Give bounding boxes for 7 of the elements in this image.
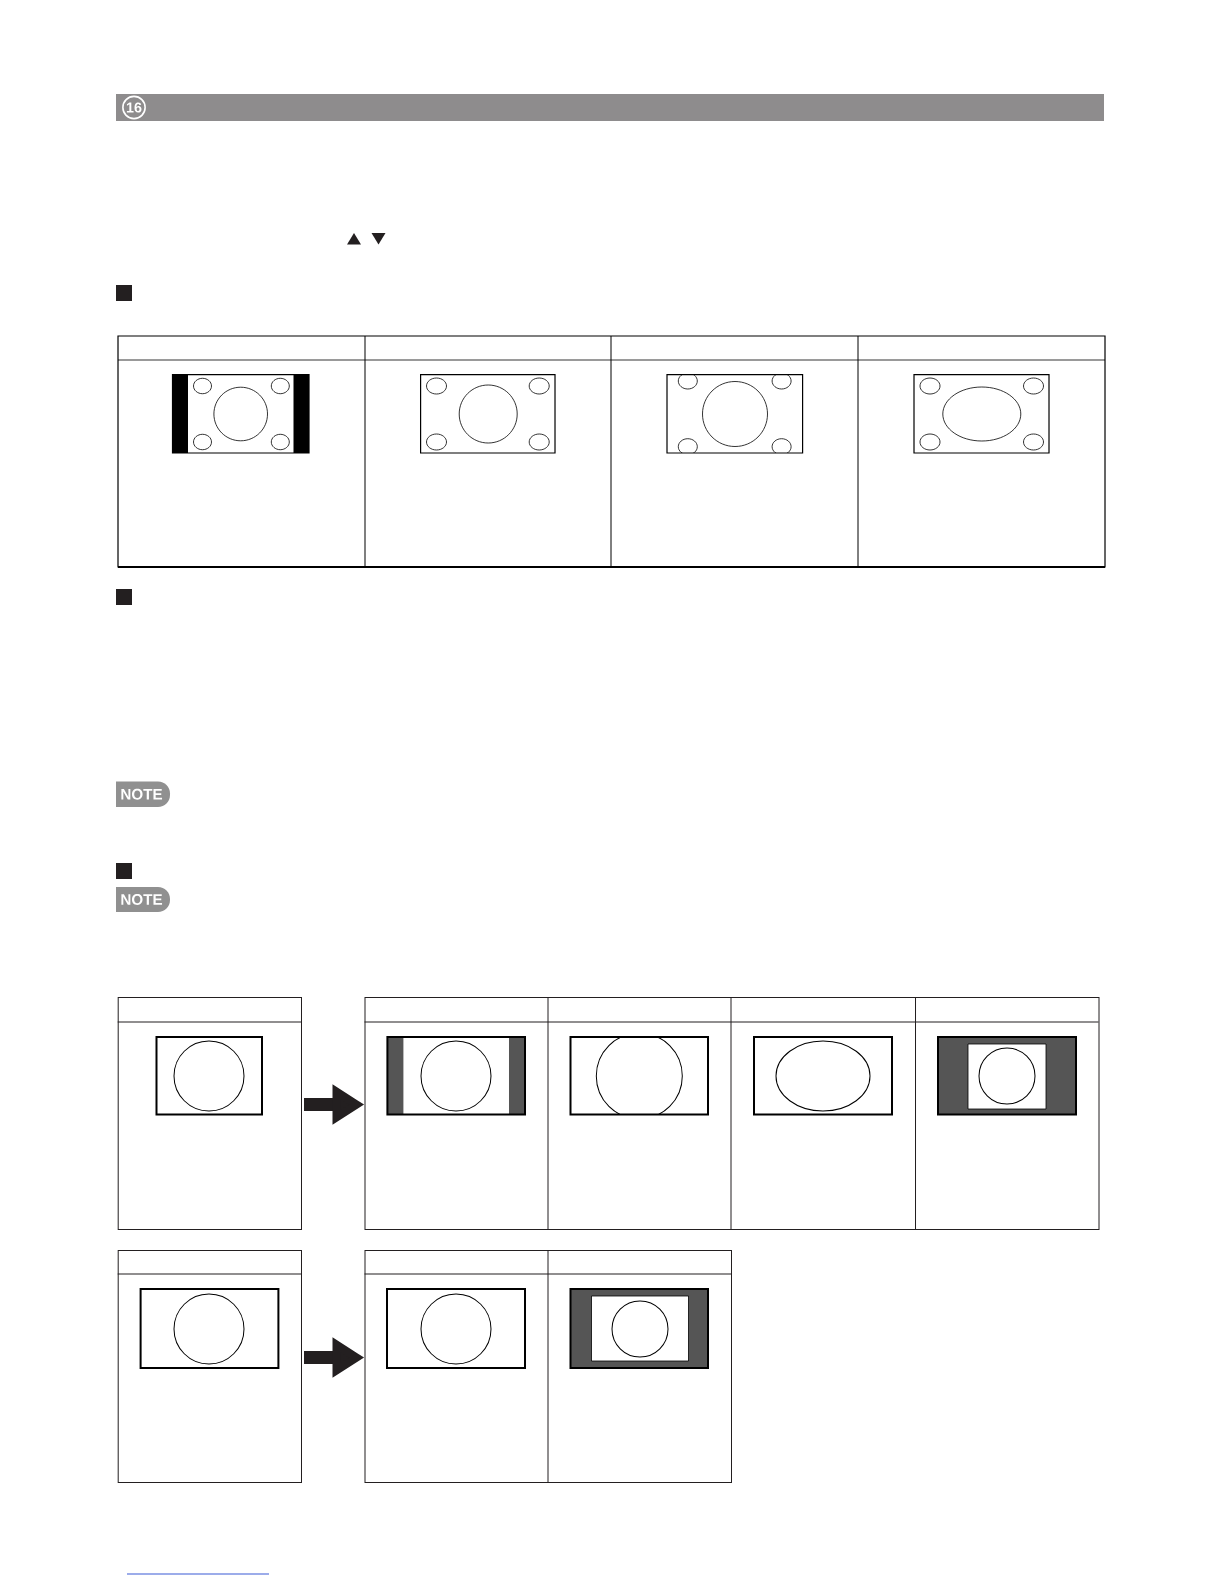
section-number: 16 <box>122 95 146 120</box>
note-badge: NOTE <box>116 887 170 912</box>
table <box>364 996 1100 1230</box>
note-badge: NOTE <box>116 781 170 807</box>
table <box>364 1249 732 1483</box>
table <box>117 997 302 1230</box>
table <box>117 1250 302 1483</box>
